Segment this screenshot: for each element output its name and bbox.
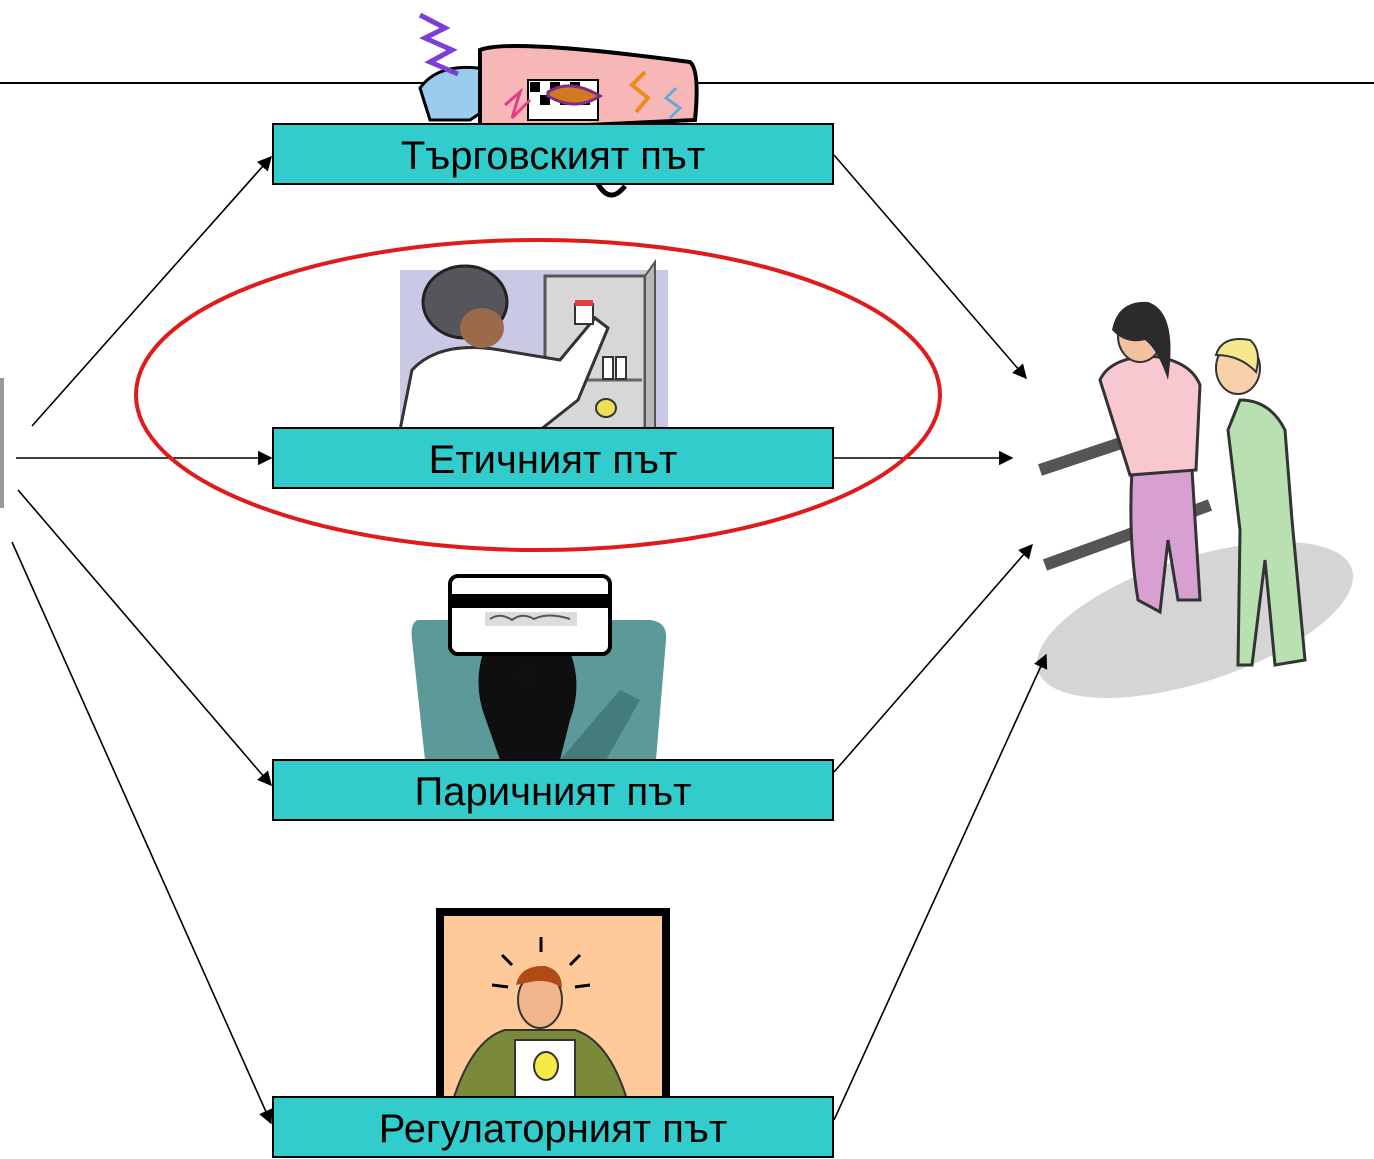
arrow-commercial-to-patient (833, 154, 1027, 380)
path-label-regulatory: Регулаторният път (379, 1107, 727, 1151)
path-label-commercial: Търговският път (401, 134, 705, 178)
arrow-source-to-regulatory (10, 540, 271, 825)
pharmacist-at-cabinet-clipart-icon (398, 258, 668, 432)
patient-rehabilitation-clipart-icon (1036, 301, 1354, 698)
path-label-monetary: Паричният път (415, 770, 692, 814)
ethical-path-highlight-ellipse (134, 238, 942, 552)
path-box-regulatory: Регулаторният път (272, 1096, 834, 1158)
path-box-ethical: Етичният път (272, 427, 834, 489)
arrow-source-to-commercial (31, 155, 272, 427)
path-box-commercial: Търговският път (272, 123, 834, 185)
arrow-source-to-monetary (17, 489, 272, 787)
arrow-monetary-to-patient (833, 543, 1033, 773)
arrow-regulatory-to-patient (833, 653, 1048, 1121)
path-box-monetary: Паричният път (272, 759, 834, 821)
shopping-bag-clipart-icon (418, 12, 699, 198)
credit-card-holder-clipart-icon (411, 574, 667, 760)
path-label-ethical: Етичният път (429, 438, 678, 482)
arrow-source-to-regulatory-line (11, 541, 273, 1125)
idea-businessman-clipart-icon (436, 908, 670, 1156)
